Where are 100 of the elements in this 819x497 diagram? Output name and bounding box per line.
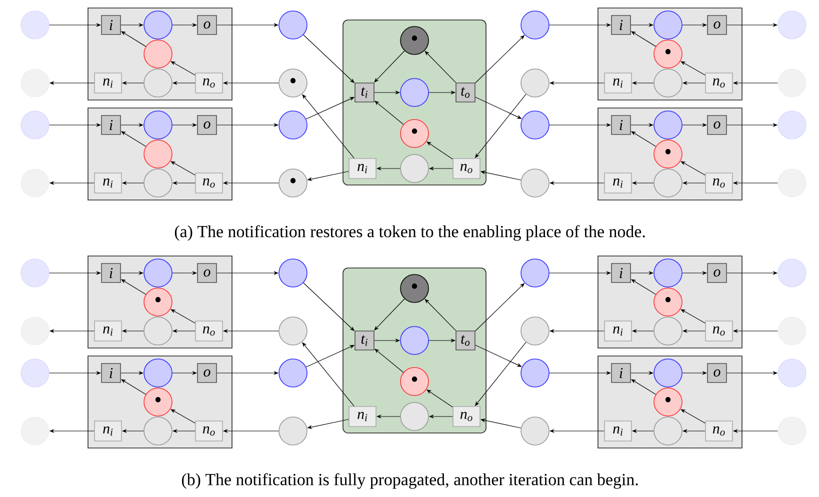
- transition-box: n$_{o}$: [705, 420, 733, 442]
- transition-box: n$_{i}$: [604, 420, 632, 442]
- place-circle: [520, 168, 550, 198]
- transition-box: n$_{i}$: [604, 172, 632, 194]
- arrow: [475, 96, 522, 119]
- place-circle: [520, 110, 550, 140]
- transition-box: n$_{o}$: [705, 72, 733, 94]
- place-circle: [654, 10, 682, 40]
- transition-box: i: [101, 15, 121, 35]
- place-circle: [144, 110, 172, 140]
- transition-box: i: [101, 115, 121, 135]
- place-circle: [654, 316, 682, 346]
- place-circle: [278, 258, 308, 288]
- transition-box: n$_{i}$: [348, 158, 376, 179]
- transition-box: o: [197, 363, 217, 383]
- place-circle: [520, 68, 550, 98]
- faded-place: [778, 258, 806, 288]
- arrow: [680, 309, 706, 324]
- place-circle: [654, 168, 682, 198]
- transition-box: n$_{o}$: [195, 420, 223, 442]
- transition-box: n$_{i}$: [94, 320, 122, 342]
- faded-place: [20, 258, 50, 288]
- transition-box: n$_{o}$: [195, 172, 223, 194]
- transition-box: n$_{o}$: [195, 320, 223, 342]
- caption: (b) The notification is fully propagated, another iteration can begin.: [182, 473, 638, 489]
- place-circle: [400, 402, 429, 431]
- transition-box: n$_{i}$: [94, 72, 122, 94]
- place-circle: [520, 358, 550, 388]
- faded-place: [778, 168, 806, 198]
- place-circle: [520, 316, 550, 346]
- place-circle: [278, 358, 308, 388]
- transition-box: i: [611, 263, 631, 283]
- transition-box: n$_{i}$: [94, 172, 122, 194]
- transition-box: n$_{o}$: [452, 158, 480, 179]
- faded-place: [778, 416, 806, 446]
- place-circle: [278, 316, 308, 346]
- caption: (a) The notification restores a token to the enabling place of the node.: [174, 225, 645, 241]
- transition-box: o: [707, 363, 727, 383]
- faded-place: [20, 316, 50, 346]
- place-circle: [278, 110, 308, 140]
- transition-box: o: [707, 115, 727, 135]
- transition-box: o: [197, 15, 217, 35]
- transition-box: t$_{o}$: [456, 82, 476, 102]
- arrow: [680, 61, 706, 76]
- transition-box: o: [197, 263, 217, 283]
- place-circle: [278, 416, 308, 446]
- arrow: [680, 409, 706, 424]
- faded-place: [20, 68, 50, 98]
- place-circle: [144, 168, 172, 198]
- transition-box: n$_{o}$: [705, 320, 733, 342]
- transition-box: n$_{o}$: [195, 72, 223, 94]
- transition-box: t$_{i}$: [354, 82, 374, 102]
- place-circle: [144, 10, 172, 40]
- transition-box: i: [101, 263, 121, 283]
- faded-place: [778, 316, 806, 346]
- transition-box: o: [197, 115, 217, 135]
- arrow: [170, 61, 196, 76]
- place-circle: [144, 40, 172, 68]
- transition-box: i: [611, 15, 631, 35]
- transition-box: o: [707, 15, 727, 35]
- place-circle: [520, 258, 550, 288]
- place-circle: [400, 154, 429, 183]
- place-circle: [400, 326, 429, 355]
- transition-box: n$_{o}$: [705, 172, 733, 194]
- transition-box: n$_{o}$: [452, 406, 480, 427]
- arrow: [170, 409, 196, 424]
- transition-box: n$_{i}$: [604, 72, 632, 94]
- transition-box: t$_{i}$: [354, 330, 374, 350]
- place-circle: [654, 68, 682, 98]
- place-circle: [520, 10, 550, 40]
- faded-place: [778, 110, 806, 140]
- place-circle: [654, 416, 682, 446]
- transition-box: i: [101, 363, 121, 383]
- arrow: [170, 161, 196, 176]
- faded-place: [20, 358, 50, 388]
- place-circle: [654, 358, 682, 388]
- arrow: [170, 309, 196, 324]
- transition-box: n$_{i}$: [94, 420, 122, 442]
- faded-place: [778, 358, 806, 388]
- place-circle: [278, 10, 308, 40]
- place-circle: [654, 258, 682, 288]
- place-circle: [144, 416, 172, 446]
- place-circle: [144, 258, 172, 288]
- place-circle: [520, 416, 550, 446]
- faded-place: [20, 168, 50, 198]
- place-circle: [144, 316, 172, 346]
- place-circle: [144, 68, 172, 98]
- transition-box: o: [707, 263, 727, 283]
- faded-place: [20, 416, 50, 446]
- place-circle: [400, 78, 429, 107]
- place-circle: [654, 110, 682, 140]
- faded-place: [778, 10, 806, 40]
- transition-box: n$_{i}$: [604, 320, 632, 342]
- faded-place: [20, 110, 50, 140]
- arrow: [680, 161, 706, 176]
- place-circle: [144, 358, 172, 388]
- place-circle: [144, 140, 172, 168]
- transition-box: i: [611, 115, 631, 135]
- faded-place: [778, 68, 806, 98]
- arrow: [475, 344, 522, 367]
